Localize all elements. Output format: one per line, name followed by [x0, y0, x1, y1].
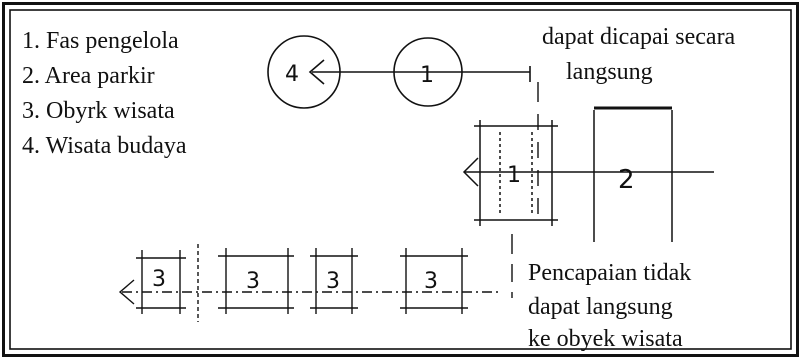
note-direct-line-1: dapat dicapai secara: [542, 24, 736, 50]
box-obyek-label-3: 3: [326, 269, 340, 294]
access-arrow-lower: [118, 279, 135, 305]
box-obyek-label-4: 3: [424, 269, 438, 294]
outer-border: [2, 2, 799, 357]
note-indirect-line-2: dapat langsung: [528, 294, 673, 320]
circle-arrow-head: [308, 59, 325, 85]
legend-item-2: 2. Area parkir: [22, 63, 155, 89]
box-fas-label: 1: [507, 163, 521, 188]
box-obyek-label-2: 3: [246, 269, 260, 294]
circle-label-left: 4: [285, 62, 299, 87]
legend-item-1: 1. Fas pengelola: [22, 28, 179, 54]
legend: 1. Fas pengelola 2. Area parkir 3. Obyrk…: [22, 28, 187, 159]
access-arrow-upper: [462, 157, 479, 187]
box-parkir-label: 2: [618, 165, 635, 195]
legend-item-3: 3. Obyrk wisata: [22, 98, 175, 124]
note-indirect-line-1: Pencapaian tidak: [528, 260, 691, 286]
obyek-row: [118, 244, 502, 322]
note-direct-line-2: langsung: [566, 59, 653, 85]
inner-border: [9, 9, 792, 350]
legend-item-4: 4. Wisata budaya: [22, 133, 187, 159]
access-line-upper: [462, 157, 714, 187]
box-area-parkir: [593, 106, 673, 242]
note-indirect-line-3: ke obyek wisata: [528, 326, 683, 352]
circle-group: [267, 35, 531, 109]
box-obyek-label-1: 3: [152, 267, 166, 292]
circle-label-right: 1: [420, 63, 434, 88]
box-fas-pengelola: [474, 120, 558, 226]
diagram-frame: 1. Fas pengelola 2. Area parkir 3. Obyrk…: [2, 2, 799, 357]
